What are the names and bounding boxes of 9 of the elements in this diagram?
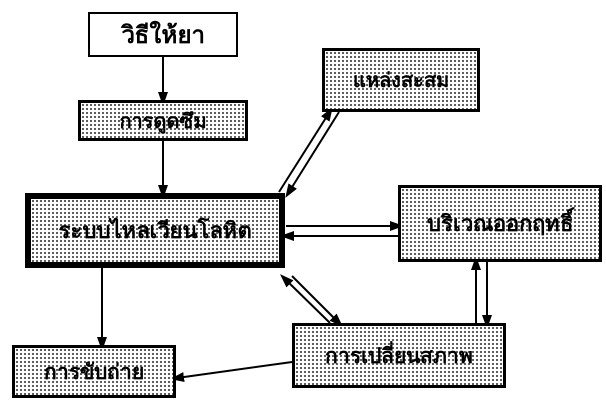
process-box: บริเวณออกฤทธิ์: [398, 185, 602, 262]
process-box: การขับถ่าย: [12, 345, 176, 398]
arrow: [285, 111, 340, 198]
arrow: [280, 274, 331, 324]
process-box: การเปลี่ยนสภาพ: [292, 323, 506, 388]
process-box: การดูดซึม: [78, 100, 248, 141]
process-box: แหล่งสะสม: [322, 48, 480, 112]
process-box: ระบบไหลเวียนโลหิต: [25, 193, 285, 268]
process-box: วิธีให้ยา: [88, 12, 238, 57]
